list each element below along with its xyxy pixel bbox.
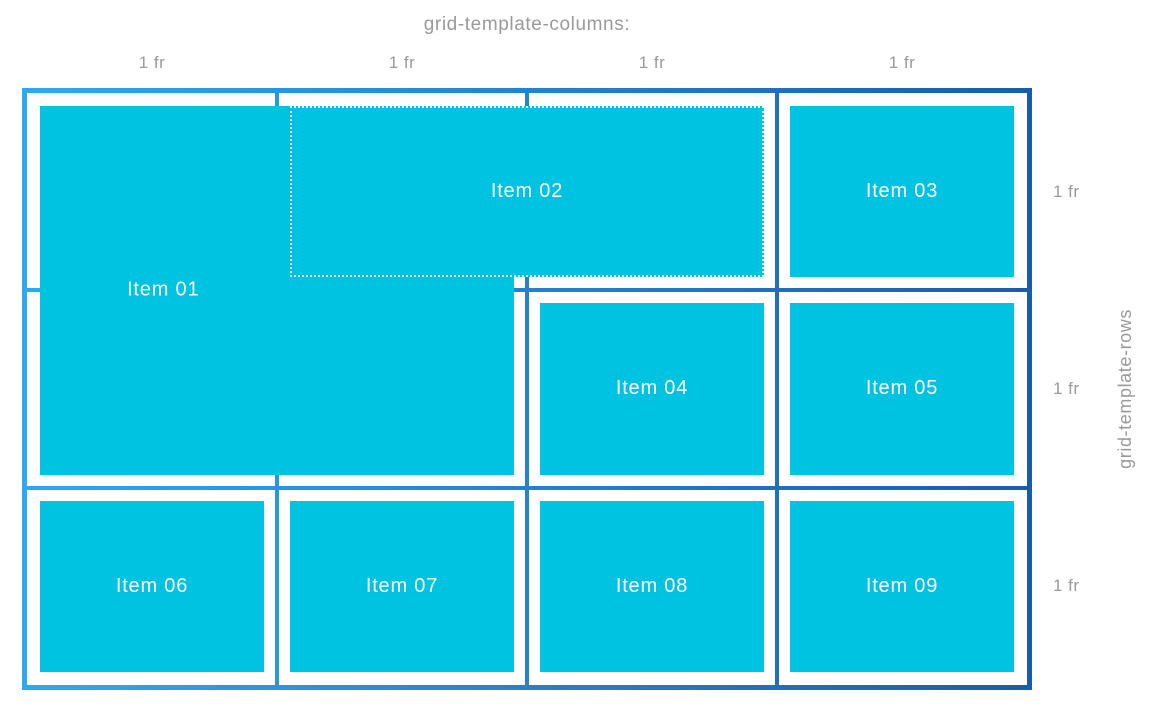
- row-track-label-1: 1 fr: [1053, 181, 1080, 201]
- item-05: Item 05: [790, 303, 1014, 475]
- item-label: Item 01: [127, 278, 200, 301]
- grid-line-horizontal-2: [22, 485, 1032, 490]
- column-track-label-4: 1 fr: [888, 53, 916, 72]
- row-track-label-3: 1 fr: [1053, 576, 1080, 596]
- item-label: Item 06: [115, 574, 189, 597]
- columns-axis-label: grid-template-columns:: [423, 14, 631, 35]
- item-09: Item 09: [790, 500, 1014, 672]
- item-03: Item 03: [790, 106, 1014, 278]
- item-04: Item 04: [540, 303, 764, 475]
- grid-line-vertical-2: [525, 88, 529, 690]
- item-label: Item 07: [365, 574, 439, 597]
- column-track-labels: 1 fr 1 fr 1 fr 1 fr: [27, 53, 1027, 77]
- column-track-label-3: 1 fr: [638, 53, 666, 72]
- item-label: Item 05: [865, 377, 939, 400]
- column-track-label-2: 1 fr: [388, 53, 416, 72]
- column-track-label-1: 1 fr: [138, 53, 166, 72]
- row-track-label-2: 1 fr: [1053, 378, 1080, 398]
- item-label: Item 04: [615, 377, 689, 400]
- item-label: Item 02: [490, 180, 564, 203]
- item-06: Item 06: [40, 500, 264, 672]
- grid-container: Item 01 Item 02 Item 03 Item 04 Item 05 Item …: [22, 88, 1032, 690]
- rows-axis-label: grid-template-rows: [1102, 88, 1148, 690]
- items-grid: Item 01 Item 02 Item 03 Item 04 Item 05 Item …: [27, 93, 1027, 685]
- rows-axis-label-text: grid-template-rows: [1114, 309, 1135, 469]
- item-07: Item 07: [290, 500, 514, 672]
- item-label: Item 08: [615, 574, 689, 597]
- item-02: Item 02: [290, 106, 764, 278]
- grid-line-horizontal-1: [22, 288, 1032, 293]
- item-08: Item 08: [540, 500, 764, 672]
- row-track-labels: 1 fr 1 fr 1 fr: [1044, 93, 1114, 685]
- item-label: Item 09: [865, 574, 939, 597]
- grid-line-vertical-3: [775, 88, 779, 690]
- item-label: Item 03: [865, 180, 939, 203]
